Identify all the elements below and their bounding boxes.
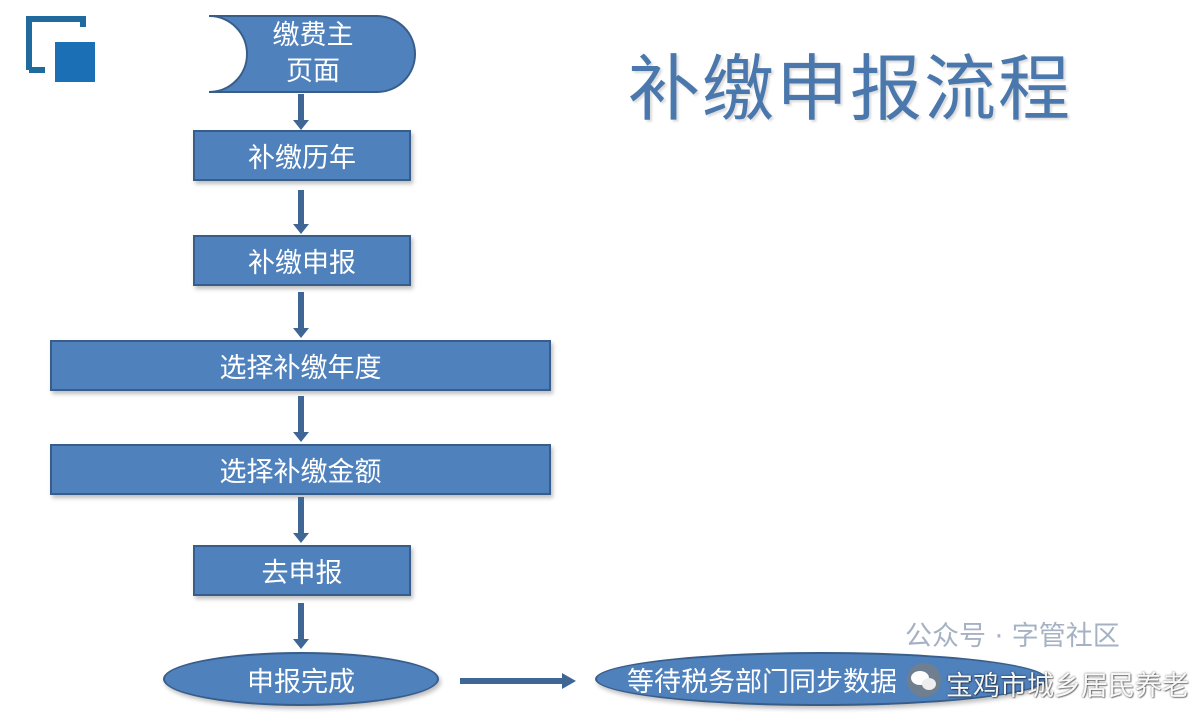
start-node: 缴费主页面 [207, 14, 417, 94]
node-bujiao-shenbao: 补缴申报 [193, 235, 411, 286]
arrow [293, 603, 309, 649]
node-select-year: 选择补缴年度 [50, 340, 551, 391]
arrow [293, 396, 309, 442]
node-declare-complete: 申报完成 [163, 652, 439, 706]
node-go-declare: 去申报 [193, 545, 411, 596]
arrow [293, 292, 309, 338]
node-wait-tax-sync: 等待税务部门同步数据 [595, 652, 1047, 706]
arrow [293, 497, 309, 543]
arrow-right [460, 672, 578, 690]
node-bujiao-linian: 补缴历年 [193, 130, 411, 181]
node-wait-label: 等待税务部门同步数据 [627, 666, 897, 698]
start-label: 缴费主页面 [272, 20, 354, 87]
logo-icon [25, 15, 97, 83]
watermark-line1: 公众号 · 字管社区 [905, 621, 1120, 652]
wechat-icon [906, 662, 942, 698]
watermark-line2: 宝鸡市城乡居民养老 [946, 671, 1189, 702]
arrow [293, 190, 309, 234]
page-title: 补缴申报流程 [628, 47, 1073, 131]
node-select-amount: 选择补缴金额 [50, 444, 551, 495]
arrow [293, 94, 309, 130]
